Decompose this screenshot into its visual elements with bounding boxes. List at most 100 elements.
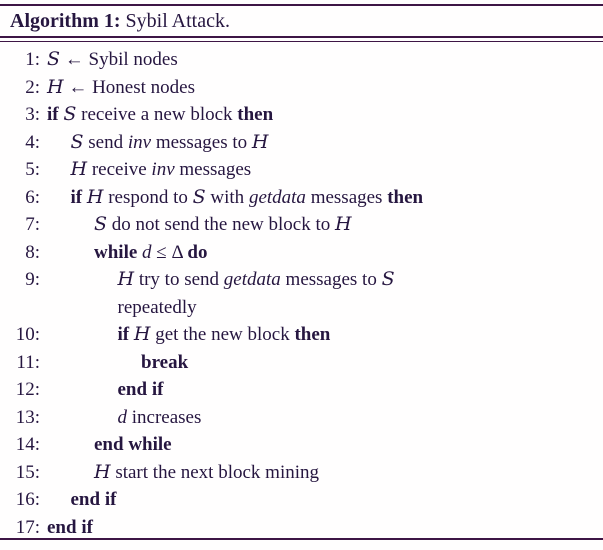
line-number: 5: — [25, 159, 40, 180]
line-number: 10: — [15, 324, 40, 345]
algo-line-2: 2:H ← Honest nodes — [0, 74, 599, 102]
line-number: 1: — [25, 49, 40, 70]
line-number: 7: — [25, 214, 40, 235]
line-text: d increases — [40, 404, 202, 432]
top-rule — [0, 4, 603, 6]
algo-line-3: 3:if S receive a new block then — [0, 101, 599, 129]
line-number: 15: — [15, 461, 40, 483]
text-segment: if — [70, 186, 87, 208]
text-segment: get the new block — [150, 324, 295, 345]
algo-line-6: 6:if H respond to S with getdata message… — [0, 184, 599, 212]
caption-rule-thin — [0, 41, 603, 42]
text-segment: if — [47, 104, 64, 125]
line-text: repeatedly — [40, 294, 197, 322]
math-cal-symbol: H — [117, 268, 135, 290]
text-segment: repeatedly — [117, 296, 197, 318]
text-segment: d — [117, 406, 128, 428]
algo-line-14: 13:d increases — [0, 404, 599, 432]
line-text: if H get the new block then — [40, 321, 331, 349]
algorithm-title-text: Sybil Attack. — [120, 10, 230, 32]
math-cal-symbol: S — [63, 103, 77, 125]
bottom-rule — [0, 538, 603, 540]
math-cal-symbol: H — [133, 323, 151, 345]
math-cal-symbol: S — [47, 48, 61, 70]
algorithm-caption: Algorithm 1: Sybil Attack. — [10, 9, 595, 33]
text-segment: messages to — [280, 269, 382, 290]
text-segment: receive a new block — [76, 104, 238, 125]
line-number: 11: — [16, 351, 40, 373]
line-number: 12: — [15, 379, 40, 400]
text-segment: ← Honest nodes — [63, 76, 195, 98]
text-segment: end if — [47, 516, 93, 538]
text-segment: then — [294, 324, 331, 345]
line-text: if S receive a new block then — [40, 101, 273, 129]
line-text: end while — [40, 431, 172, 459]
line-number — [0, 294, 40, 322]
line-number: 17: — [15, 516, 40, 538]
line-text: end if — [40, 376, 164, 404]
text-segment: end if — [70, 489, 117, 510]
text-segment: start the next block mining — [110, 461, 320, 483]
line-text: H receive inv messages — [40, 156, 252, 184]
text-segment: with — [205, 186, 249, 208]
algo-line-13: 12: end if — [0, 376, 599, 404]
text-segment: do not send the new block to — [107, 214, 335, 235]
text-segment: d — [142, 241, 152, 263]
math-cal-symbol: S — [70, 130, 84, 153]
algo-line-8: 8:while d ≤ Δ do — [0, 239, 599, 267]
line-text: break — [40, 349, 188, 377]
algo-line-18: 17: end if — [0, 514, 599, 542]
algo-line-4: 4:S send inv messages to H — [0, 129, 599, 157]
text-segment: send — [83, 131, 128, 153]
text-segment: messages to — [151, 131, 252, 153]
algo-line-11: 10:if H get the new block then — [0, 321, 599, 349]
line-number: 16: — [15, 489, 40, 510]
text-segment: getdata — [223, 269, 281, 290]
text-segment: inv — [127, 131, 152, 153]
text-segment: ≤ Δ — [151, 241, 188, 263]
text-segment: do — [187, 241, 208, 263]
algo-line-9: 9:H try to send getdata messages to S — [0, 266, 599, 294]
line-number: 9: — [25, 269, 40, 290]
line-text: H start the next block mining — [40, 459, 319, 487]
text-segment: try to send — [134, 269, 224, 290]
text-segment: break — [141, 351, 189, 373]
algo-line-1: 1: S ← Sybil nodes — [0, 46, 599, 74]
line-text: H try to send getdata messages to S — [40, 266, 395, 294]
line-number: 14: — [15, 434, 40, 455]
math-cal-symbol: H — [335, 213, 352, 235]
algo-line-12: 11: break — [0, 349, 599, 377]
text-segment: ← Sybil nodes — [60, 49, 178, 70]
math-cal-symbol: H — [94, 460, 111, 483]
line-number: 4: — [25, 131, 40, 153]
text-segment: if — [117, 324, 134, 345]
algorithm-label: Algorithm 1: — [10, 10, 121, 32]
algo-line-7: 7:S do not send the new block to H — [0, 211, 599, 239]
algo-line-15: 14: end while — [0, 431, 599, 459]
line-text: S do not send the new block to H — [40, 211, 352, 239]
line-text: while d ≤ Δ do — [40, 239, 207, 267]
text-segment: while — [94, 241, 143, 263]
line-number: 13: — [15, 406, 40, 428]
math-cal-symbol: S — [94, 213, 108, 235]
text-segment: end if — [117, 379, 164, 400]
algo-line-17: 16: end if — [0, 486, 599, 514]
text-segment: getdata — [248, 186, 306, 208]
caption-rule-thick — [0, 36, 603, 38]
line-text: S send inv messages to H — [40, 129, 269, 157]
text-segment: messages — [305, 186, 388, 208]
algo-line-5: 5:H receive inv messages — [0, 156, 599, 184]
text-segment: then — [387, 186, 424, 208]
math-cal-symbol: H — [251, 130, 269, 153]
line-text: end if — [40, 486, 117, 514]
text-segment: end while — [94, 434, 172, 455]
line-number: 2: — [25, 76, 40, 98]
line-number: 3: — [25, 104, 40, 125]
line-text: H ← Honest nodes — [40, 74, 195, 102]
text-segment: then — [237, 104, 274, 125]
math-cal-symbol: H — [86, 185, 104, 208]
algo-line-16: 15:H start the next block mining — [0, 459, 599, 487]
text-segment: receive — [87, 159, 152, 180]
line-text: end if — [40, 514, 93, 542]
